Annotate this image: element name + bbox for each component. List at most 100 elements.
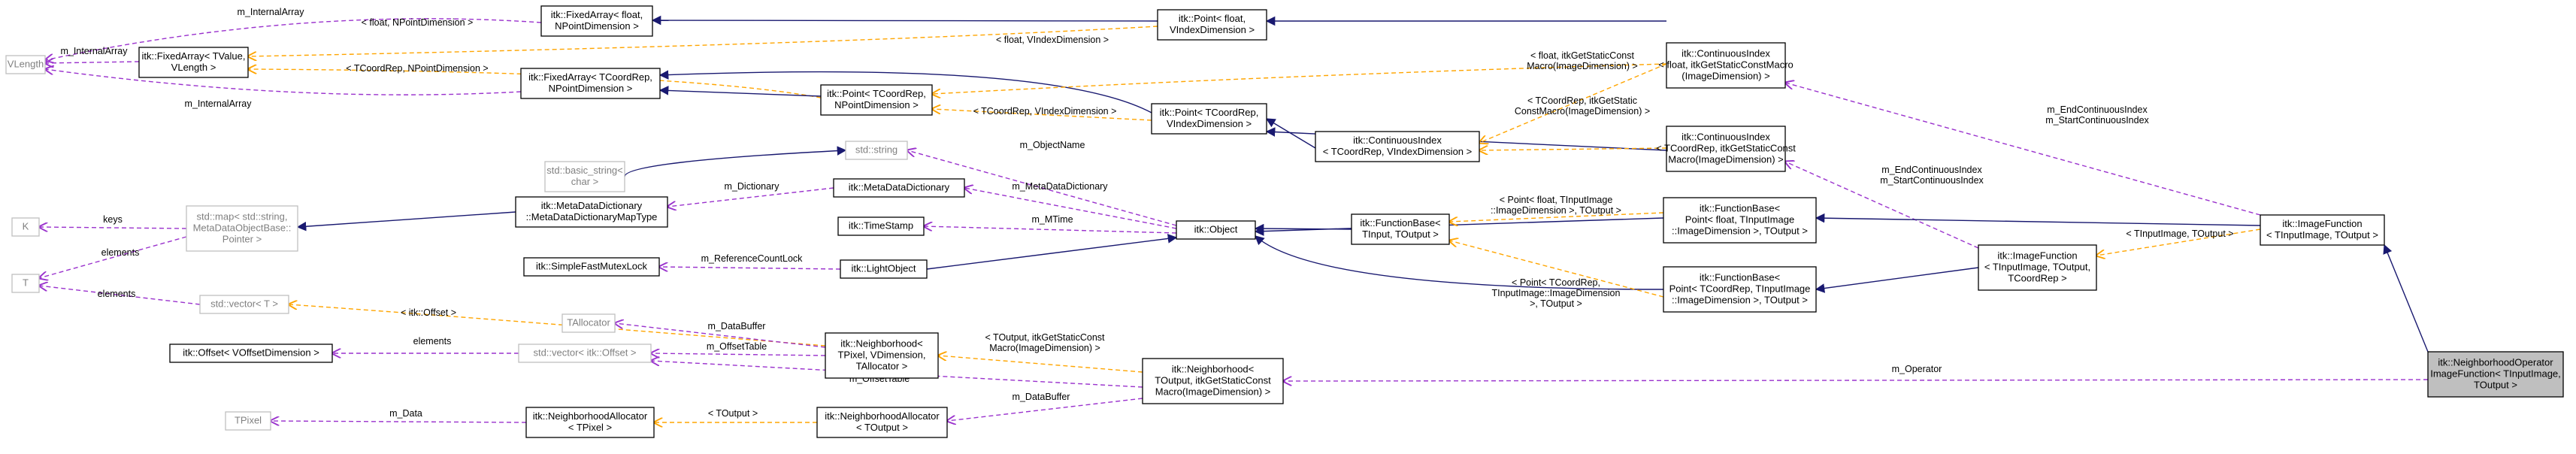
edge-label-tcoordrep-npoint: < TCoordRep, NPointDimension >	[346, 63, 488, 74]
class-node-std-vector-offset[interactable]: std::vector< itk::Offset >	[518, 344, 652, 363]
class-node-mdd[interactable]: itk::MetaDataDictionary	[833, 178, 965, 198]
class-node-nalloc-toutput[interactable]: itk::NeighborhoodAllocator< TOutput >	[816, 407, 948, 438]
class-node-label: Pointer >	[222, 233, 262, 244]
inheritance-edge	[1815, 213, 2261, 226]
class-node-label: std::string	[855, 144, 898, 155]
usage-edge	[39, 286, 201, 305]
usage-edge	[667, 187, 834, 207]
class-node-fb-point-tcoordrep[interactable]: itk::FunctionBase<Point< TCoordRep, TInp…	[1663, 266, 1817, 313]
class-node-label: NPointDimension >	[549, 83, 633, 94]
usage-edge	[907, 150, 1177, 226]
class-node-nalloc-tpixel[interactable]: itk::NeighborhoodAllocator< TPixel >	[525, 407, 655, 438]
class-node-fixedarray-tcoordrep[interactable]: itk::FixedArray< TCoordRep,NPointDimensi…	[520, 68, 661, 99]
class-node-tallocator[interactable]: TAllocator	[562, 313, 616, 333]
template-edge	[1479, 63, 1667, 143]
class-node-std-string[interactable]: std::string	[845, 141, 908, 160]
edge-label-m-mtime: m_MTime	[1031, 214, 1073, 225]
class-node-label: Point< float, TInputImage	[1685, 213, 1794, 225]
class-node-continuousindex[interactable]: itk::ContinuousIndex< TCoordRep, VIndexD…	[1315, 131, 1480, 162]
class-node-offset[interactable]: itk::Offset< VOffsetDimension >	[169, 344, 333, 363]
edge-label-elements: elements	[101, 247, 140, 258]
class-node-t[interactable]: T	[11, 274, 40, 293]
class-node-label: char >	[571, 176, 599, 187]
class-node-imagefunction-3[interactable]: itk::ImageFunction< TInputImage, TOutput…	[1978, 244, 2097, 291]
class-node-basic-string[interactable]: std::basic_string<char >	[544, 161, 625, 192]
inheritance-edge	[926, 234, 1178, 270]
class-node-label: itk::ContinuousIndex	[1353, 135, 1442, 146]
class-node-label: < TInputImage, TOutput >	[2266, 229, 2378, 241]
usage-edge	[45, 62, 140, 63]
class-node-functionbase[interactable]: itk::FunctionBase<TInput, TOutput >	[1351, 213, 1450, 245]
edge-label-elements: elements	[98, 289, 136, 299]
class-node-label: itk::NeighborhoodOperator	[2438, 356, 2553, 368]
class-node-label: itk::Offset< VOffsetDimension >	[183, 347, 319, 358]
class-node-tpixel[interactable]: TPixel	[225, 411, 271, 431]
usage-edge	[615, 323, 826, 348]
class-node-label: VIndexDimension >	[1167, 118, 1252, 129]
class-node-imagefunction-2[interactable]: itk::ImageFunction< TInputImage, TOutput…	[2260, 214, 2385, 246]
class-node-label: itk::FixedArray< TValue,	[142, 50, 246, 62]
class-node-label: std::vector< T >	[210, 298, 278, 309]
usage-edge	[45, 69, 522, 95]
usage-edge	[1283, 380, 2429, 381]
template-edge	[932, 63, 1667, 94]
class-node-label: K	[23, 220, 29, 232]
diagram-nodes: VLength itk::FixedArray< float,NPointDime…	[5, 5, 2564, 438]
class-node-label: TOutput >	[2474, 379, 2517, 390]
template-edge	[1449, 241, 1664, 298]
class-node-neighborhood-tpixel[interactable]: itk::Neighborhood<TPixel, VDimension,TAl…	[825, 332, 939, 379]
template-edge	[2096, 229, 2261, 256]
class-node-label: itk::Point< TCoordRep,	[827, 88, 926, 99]
class-node-timestamp[interactable]: itk::TimeStamp	[837, 216, 925, 236]
class-node-label: TOutput, itkGetStaticConst	[1155, 374, 1271, 386]
class-node-label: itk::MetaDataDictionary	[849, 181, 950, 192]
class-node-label: T	[23, 277, 29, 288]
usage-edge	[39, 227, 187, 229]
class-node-fixedarray-float[interactable]: itk::FixedArray< float,NPointDimension >	[540, 5, 653, 37]
class-node-label: ::ImageDimension >, TOutput >	[1672, 225, 1808, 236]
class-node-label: (ImageDimension) >	[1682, 70, 1769, 81]
class-node-point-tcoordrep-vindex[interactable]: itk::Point< TCoordRep,VIndexDimension >	[1151, 103, 1267, 135]
edge-label-itk-offset: < itk::Offset >	[401, 307, 456, 318]
class-node-mutexlock[interactable]: itk::SimpleFastMutexLock	[523, 257, 660, 277]
edge-label-m-referencecountlock: m_ReferenceCountLock	[701, 253, 804, 264]
class-node-point-float-vindex[interactable]: itk::Point< float,VIndexDimension >	[1157, 9, 1267, 41]
usage-edge	[964, 188, 1177, 229]
class-node-label: itk::Object	[1194, 223, 1238, 235]
class-node-label: itk::FixedArray< TCoordRep,	[528, 71, 652, 83]
class-node-noif[interactable]: itk::NeighborhoodOperatorImageFunction< …	[2427, 351, 2564, 398]
inheritance-edge	[1254, 217, 1664, 236]
inheritance-edge	[651, 15, 1158, 26]
class-node-label: itk::FunctionBase<	[1700, 202, 1780, 213]
edge-label-point-float-input: < Point< float, TInputImage::ImageDimens…	[1491, 195, 1621, 216]
class-node-contindex-float[interactable]: itk::ContinuousIndex< float, itkGetStati…	[1658, 42, 1794, 89]
edge-label-m-offsettable: m_OffsetTable	[707, 341, 767, 352]
usage-edge	[651, 361, 1143, 388]
edge-label-elements: elements	[413, 336, 452, 347]
class-node-label: std::basic_string<	[546, 165, 623, 176]
class-node-label: TPixel, VDimension,	[837, 349, 925, 360]
class-node-k[interactable]: K	[11, 217, 40, 237]
class-node-label: TAllocator >	[856, 360, 908, 371]
class-node-mdd-map-type[interactable]: itk::MetaDataDictionary::MetaDataDiction…	[515, 196, 668, 228]
class-node-point-tcoordrep-npoint[interactable]: itk::Point< TCoordRep,NPointDimension >	[820, 84, 933, 116]
usage-edge	[651, 353, 826, 356]
class-node-label: itk::SimpleFastMutexLock	[536, 260, 648, 271]
class-node-std-vector-t[interactable]: std::vector< T >	[199, 295, 289, 314]
diagram-edge-labels: m_InternalArraym_InternalArraym_Internal…	[61, 7, 2234, 419]
edge-label-m-operator: m_Operator	[1892, 364, 1942, 374]
class-node-object[interactable]: itk::Object	[1176, 220, 1256, 240]
class-node-fixedarray-tvalue[interactable]: itk::FixedArray< TValue,VLength >	[138, 47, 249, 78]
class-node-vlength[interactable]: VLength	[5, 55, 46, 74]
usage-edge	[659, 267, 841, 269]
class-node-neighborhood-toutput[interactable]: itk::Neighborhood<TOutput, itkGetStaticC…	[1142, 358, 1284, 404]
class-node-contindex-tcoordrep[interactable]: itk::ContinuousIndex< TCoordRep, itkGetS…	[1656, 126, 1796, 172]
class-node-label: itk::FunctionBase<	[1700, 271, 1780, 283]
class-node-std-map[interactable]: std::map< std::string,MetaDataObjectBase…	[186, 205, 298, 252]
class-node-label: itk::MetaDataDictionary	[541, 200, 643, 211]
class-node-lightobject[interactable]: itk::LightObject	[840, 259, 928, 279]
usage-edge	[1785, 162, 1979, 249]
class-node-fb-point-float[interactable]: itk::FunctionBase<Point< float, TInputIm…	[1663, 197, 1817, 244]
inheritance-edge	[624, 146, 847, 177]
class-node-label: ::ImageDimension >, TOutput >	[1672, 294, 1808, 305]
